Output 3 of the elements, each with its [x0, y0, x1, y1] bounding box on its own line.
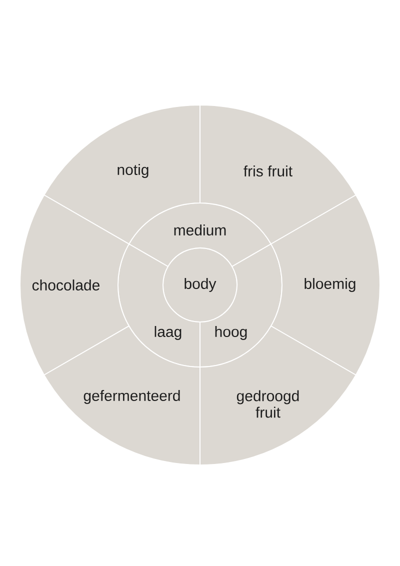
wheel-segment: medium — [128, 202, 272, 267]
wheel-segment: chocolade — [20, 194, 130, 376]
wheel-segment: bloemig — [270, 194, 380, 376]
